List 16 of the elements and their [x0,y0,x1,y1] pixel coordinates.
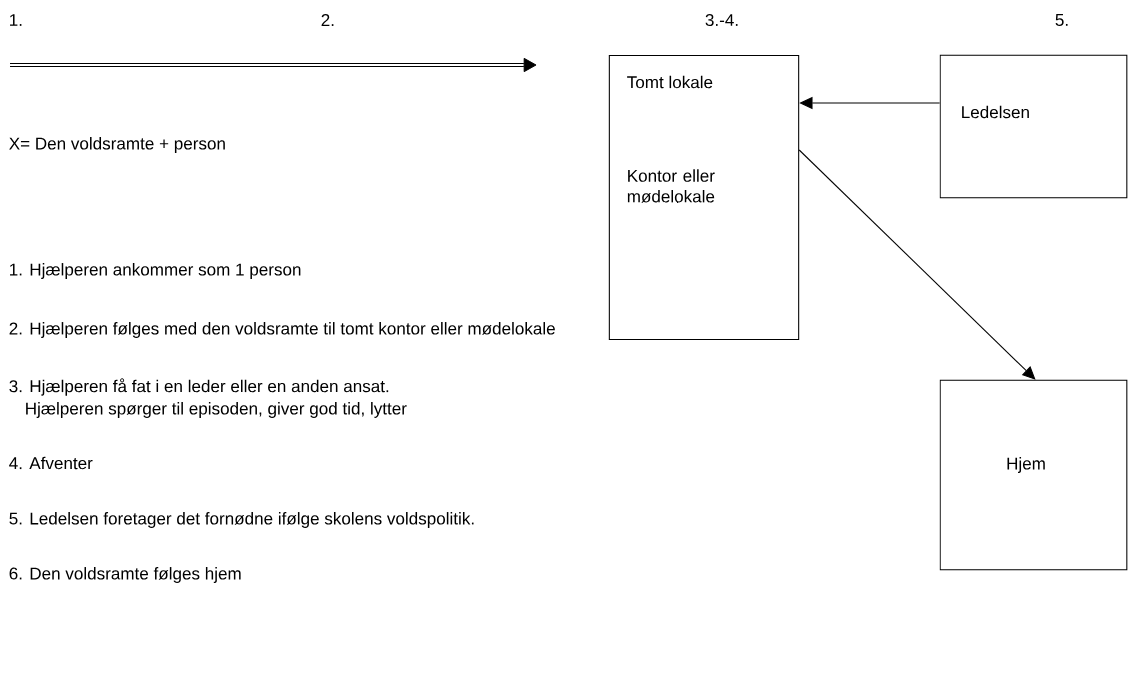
note-text: X= Den voldsramte + person [9,137,225,153]
step-number: 2. [321,14,334,26]
list-item: 6. Den voldsramte følges hjem [9,567,241,583]
step-number: 5. [1055,14,1068,26]
management-box: Ledelsen [939,54,1128,199]
step-number: 3.-4. [705,13,738,27]
room-box: Tomt lokale Kontor eller mødelokale [608,54,800,341]
arrow [798,149,1036,380]
step-number: 1. [10,14,22,26]
list-item: 4. Afventer [9,456,93,470]
list-item: 1. Hjælperen ankommer som 1 person [10,263,301,279]
list-item: Hjælperen spørger til episoden, giver god tid, lytter [26,402,407,418]
list-item: 5. Ledelsen foretager det fornødne ifølge skolens voldspolitik. [9,512,474,528]
list-item: 3. Hjælperen få fat i en leder eller en anden ansat. [9,378,389,396]
home-box: Hjem [939,379,1128,571]
list-item: 2. Hjælperen følges med den voldsramte til tomt kontor eller mødelokale [9,322,555,338]
